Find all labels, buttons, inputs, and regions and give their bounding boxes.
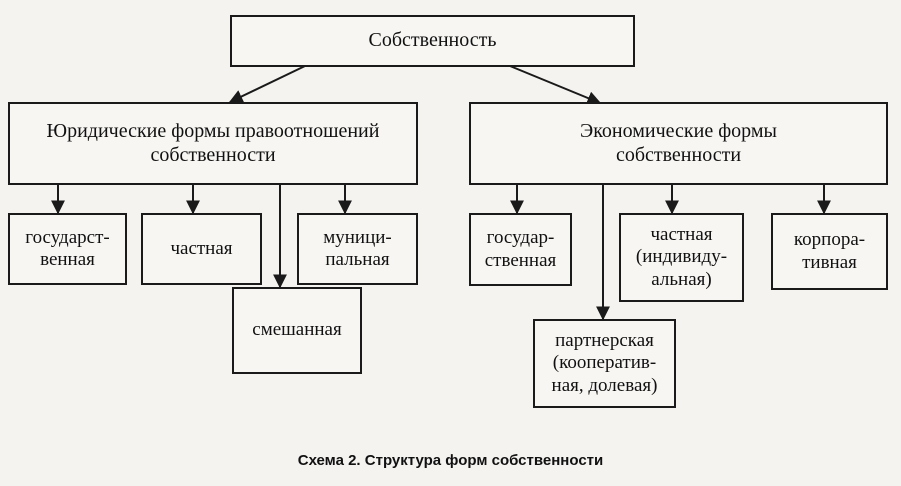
node-legal-forms: Юридические формы правоотношений собстве…	[8, 102, 418, 185]
node-legal-state: государст- венная	[8, 213, 127, 285]
node-legal-private: частная	[141, 213, 262, 285]
node-economic-forms: Экономические формы собственности	[469, 102, 888, 185]
node-legal-municipal: муници- пальная	[297, 213, 418, 285]
root-node-property: Собственность	[230, 15, 635, 67]
node-legal-mixed: смешанная	[232, 287, 362, 374]
diagram-caption: Схема 2. Структура форм собственности	[297, 452, 604, 469]
node-economic-corporate: корпора- тивная	[771, 213, 888, 290]
node-economic-state: государ- ственная	[469, 213, 572, 286]
node-economic-individual: частная (индивиду- альная)	[619, 213, 744, 302]
node-economic-partnership: партнерская (кооператив- ная, долевая)	[533, 319, 676, 408]
arrow-root-to-economic	[509, 65, 602, 105]
arrow-root-to-legal	[228, 65, 306, 103]
